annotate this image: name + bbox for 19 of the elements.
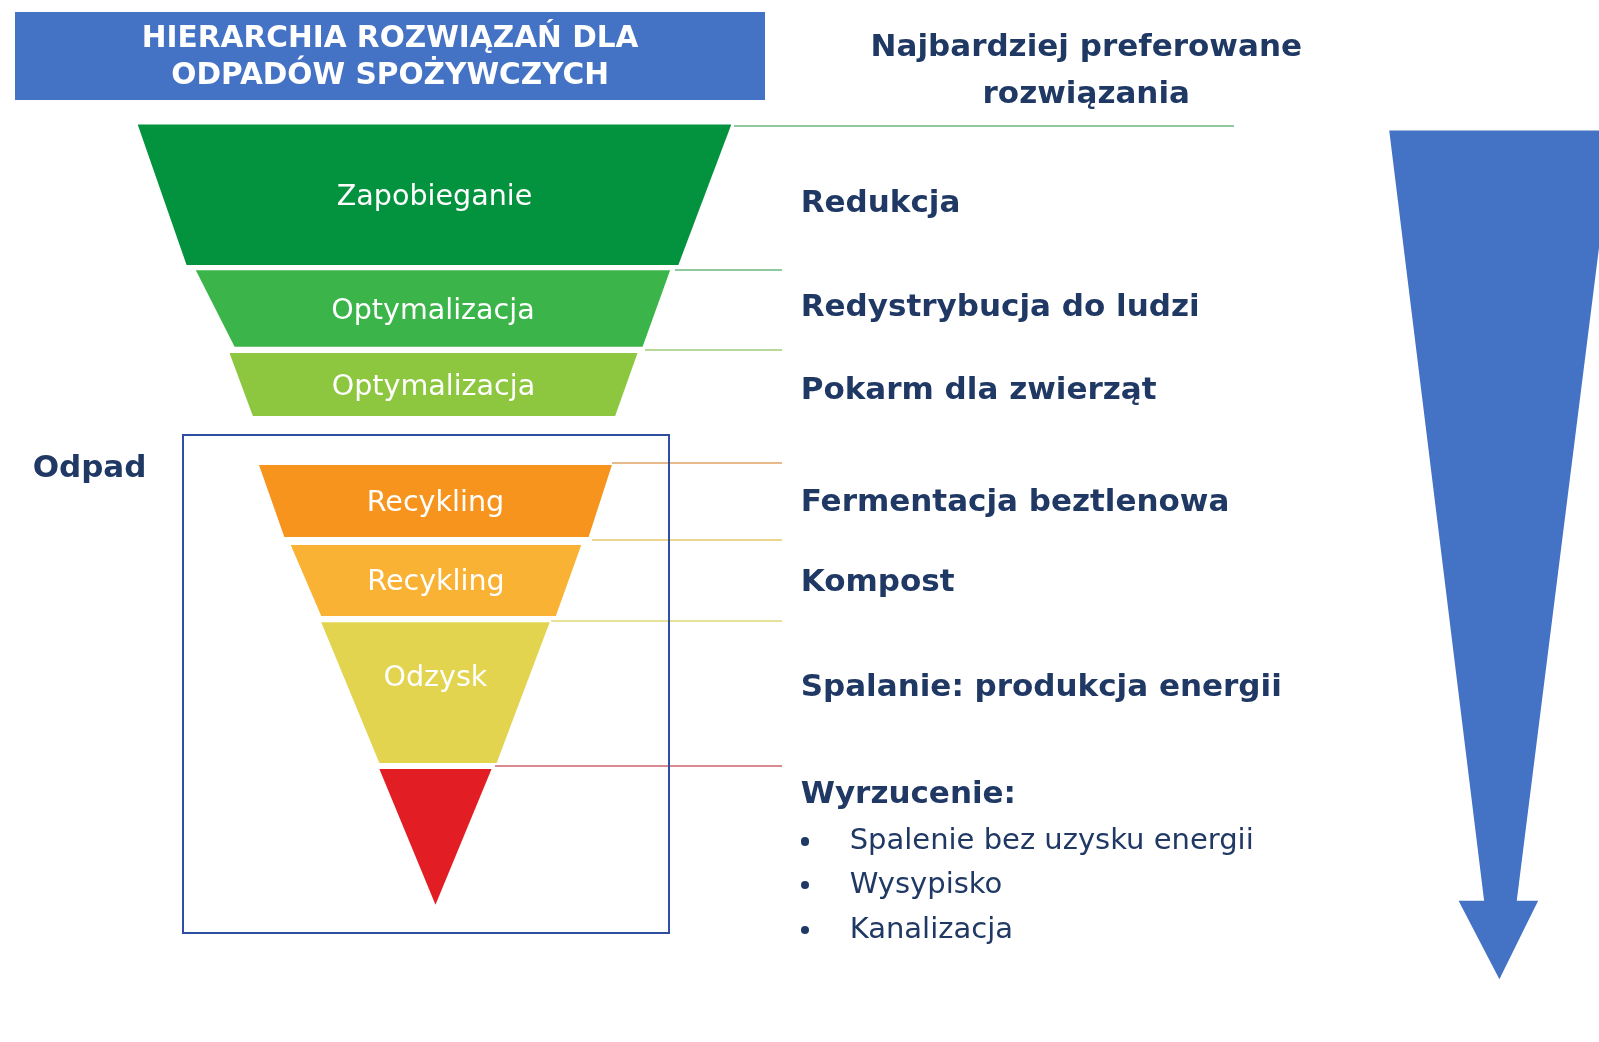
pyramid-tier: Recykling (259, 465, 612, 538)
title-banner: HIERARCHIA ROZWIĄZAŃ DLA ODPADÓW SPOŻYWCZYCH (15, 12, 765, 100)
preference-heading: Najbardziej preferowane rozwiązania (869, 26, 1303, 112)
option-label: Redukcja (800, 183, 961, 218)
option-label: Wyrzucenie: (800, 775, 1016, 810)
bullet-item: Wysypisko (849, 868, 1003, 900)
option-label: Kompost (800, 563, 955, 598)
pyramid-tier: Optymalizacja (195, 270, 671, 347)
group-heading: Odpad (32, 448, 147, 483)
pyramid-tier: Zapobieganie (137, 124, 732, 266)
option-label: Spalanie: produkcja energii (800, 668, 1282, 703)
pyramid-tier: Optymalizacja (229, 352, 638, 417)
bullet-item: Kanalizacja (849, 912, 1013, 945)
option-label: Redystrybucja do ludzi (800, 287, 1200, 322)
option-label: Fermentacja beztlenowa (800, 483, 1230, 518)
pyramid-tier: Odzysk (321, 622, 550, 763)
bullet-item: Spalenie bez uzysku energii (849, 824, 1254, 857)
option-label: Pokarm dla zwierząt (800, 371, 1157, 406)
pyramid-tier: Recykling (290, 544, 582, 616)
